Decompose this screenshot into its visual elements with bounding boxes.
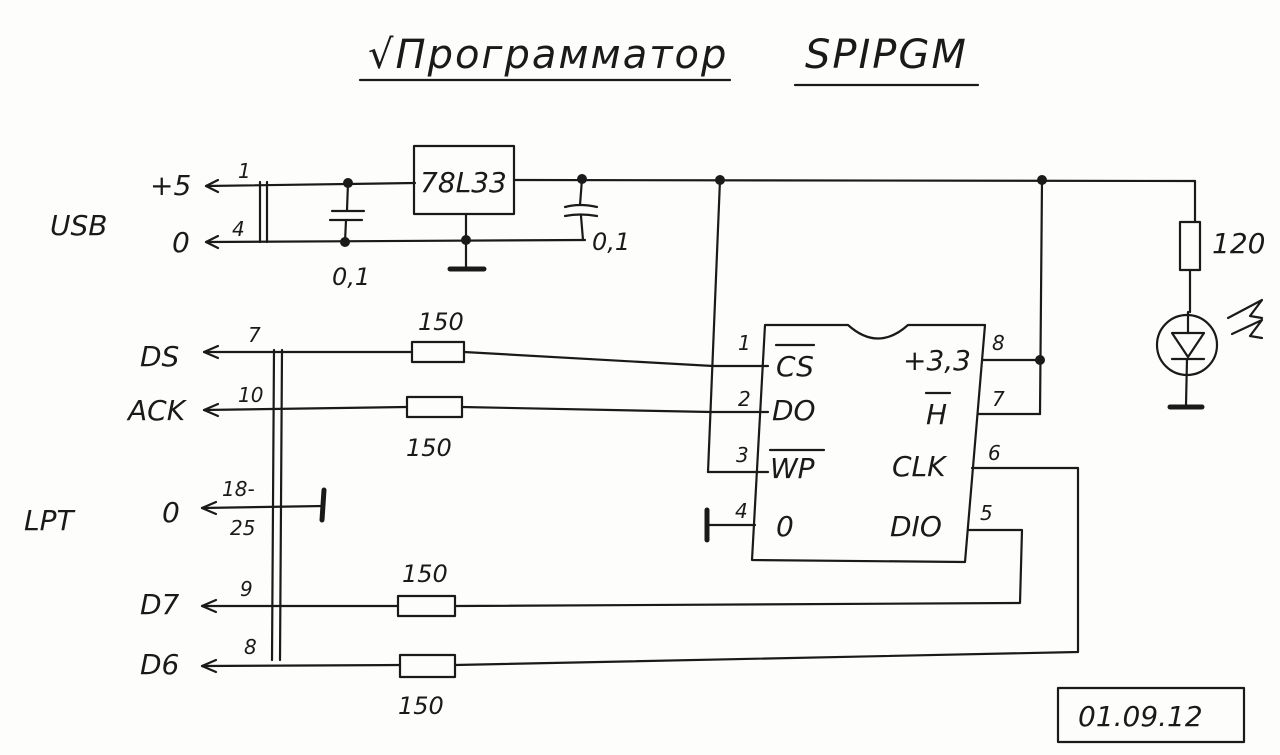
lpt-bus-right [278, 348, 284, 662]
lpt-section: LPT DS 7 150 ACK 10 150 0 18- 25 D7 9 15… [24, 308, 715, 720]
junction-chip-feed-left [715, 175, 725, 185]
led-light-arrow-1 [1226, 298, 1264, 320]
chip-pin-6: 6 [988, 441, 1001, 465]
chip-pin-2: 2 [738, 387, 751, 411]
lpt-d6-wire [200, 663, 402, 668]
resistor-r2-value: 150 [406, 434, 452, 462]
chip-vcc-feed-right [1038, 178, 1044, 416]
junction-pin8 [1035, 355, 1045, 365]
chip-pin-3: 3 [736, 443, 749, 467]
lpt-ack-label: ACK [126, 394, 188, 427]
title-prefix: √Программатор [368, 32, 728, 78]
c1-value: 0,1 [332, 263, 370, 291]
junction-regulator-ground [461, 235, 471, 245]
resistor-r1 [410, 340, 466, 364]
led-light-arrow-2 [1230, 318, 1264, 340]
lpt-ack-pin: 10 [238, 383, 263, 407]
regulator-label: 78L33 [420, 166, 507, 199]
lpt-ds-pin: 7 [248, 323, 261, 347]
usb-section: USB +5 1 0 4 0,1 78L33 [50, 144, 1197, 291]
title-name: SPIPGM [805, 32, 968, 78]
led-section: 120 [1155, 179, 1265, 410]
c1-lead-bottom [343, 218, 348, 244]
chip-label-gnd: 0 [776, 510, 794, 543]
chip-body [750, 323, 987, 564]
led-lead-bottom [1184, 357, 1189, 407]
resistor-r3-value: 150 [402, 560, 448, 588]
lpt-bus-left [270, 348, 276, 662]
chip-pin-5: 5 [980, 501, 993, 525]
date-box [1056, 686, 1246, 744]
c2-lead-bottom [579, 214, 585, 242]
clk-to-d6-wire [453, 466, 1080, 667]
resistor-r4-value: 150 [398, 692, 444, 720]
resistor-r2 [405, 395, 464, 419]
lpt-gnd-pin-a: 18- [222, 477, 255, 501]
chip-label-clk: CLK [892, 450, 948, 483]
ground-symbol-lpt [319, 487, 327, 523]
plus5-rail [204, 181, 417, 188]
lpt-ds-label: DS [140, 340, 179, 373]
usb-label: USB [50, 209, 107, 242]
lpt-gnd-pin-b: 25 [230, 516, 255, 540]
usb-plus5-label: +5 [150, 169, 191, 202]
resistor-r4 [398, 653, 457, 679]
led-resistor [1178, 220, 1202, 272]
usb-ground-label: 0 [172, 226, 190, 259]
lpt-d6-label: D6 [140, 648, 179, 681]
date-text: 01.09.12 [1078, 700, 1203, 733]
lpt-gnd-wire [200, 504, 326, 510]
usb-pin-plus5: 1 [238, 159, 251, 183]
chip-label-dio: DIO [890, 510, 942, 543]
chip-pin-8: 8 [992, 331, 1005, 355]
lpt-d6-pin: 8 [244, 635, 257, 659]
lpt-gnd-label: 0 [162, 496, 180, 529]
c2-plate-top [563, 203, 599, 209]
led-triangle [1170, 331, 1206, 359]
chip-pin-7: 7 [992, 387, 1005, 411]
rail-3v3 [512, 178, 1197, 183]
c2-lead-top [578, 177, 584, 207]
chip-label-wp: WP [770, 452, 815, 485]
c1-lead-top [345, 181, 350, 212]
lpt-label: LPT [24, 504, 75, 537]
title-block: √Программатор SPIPGM [358, 32, 980, 87]
spi-chip: 1 CS 2 DO 3 WP 4 0 8 +3,3 7 H 6 CLK 5 DI… [453, 175, 1080, 667]
lpt-d7-pin: 9 [240, 577, 253, 601]
lpt-ack-wire [202, 405, 409, 412]
dio-to-d7-wire [453, 528, 1024, 608]
chip-label-cs: CS [776, 350, 814, 383]
led-resistor-value: 120 [1212, 227, 1265, 260]
chip-label-h: H [926, 398, 947, 431]
date-stamp: 01.09.12 [1056, 686, 1246, 744]
ground-rail [204, 238, 587, 244]
resistor-r3 [396, 594, 457, 618]
chip-label-do: DO [772, 394, 816, 427]
r2-to-chip-do [460, 405, 713, 414]
c2-value: 0,1 [592, 228, 630, 256]
chip-pin-4: 4 [735, 499, 748, 523]
resistor-r1-value: 150 [418, 308, 464, 336]
lpt-d7-label: D7 [140, 588, 180, 621]
chip-label-vcc: +3,3 [903, 344, 971, 377]
c2-plate-bottom [563, 213, 599, 218]
chip-vcc-feed-left [706, 178, 722, 474]
r1-to-chip-cs [462, 350, 715, 368]
chip-pin-1: 1 [738, 331, 751, 355]
usb-pin-ground: 4 [232, 217, 245, 241]
